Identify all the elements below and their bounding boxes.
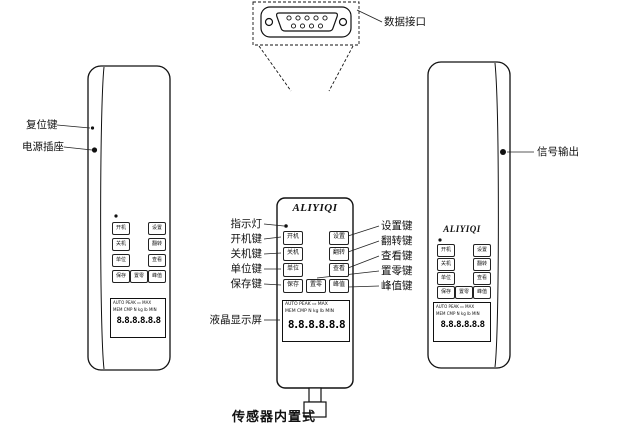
db9-connector-drawing (252, 1, 360, 92)
right-lcd-annunciators-2: MEM CMP N kg lb MIN (436, 311, 480, 316)
left-device-led (114, 214, 118, 218)
label-power-on-key: 开机键 (230, 233, 263, 245)
brand-logo-center: ALIYIQI (292, 202, 338, 214)
lcd-digits: 8.8.8.8.8.8 (287, 318, 346, 331)
left-key-save: 保存 (112, 270, 130, 283)
left-lcd-annunciators-2: MEM CMP N kg lb MIN (113, 307, 157, 312)
right-key-power-on: 开机 (437, 244, 455, 257)
right-key-peak: 峰值 (473, 286, 491, 299)
sensor-tip (303, 401, 327, 418)
key-save: 保存 (283, 279, 303, 293)
lcd-annunciators-2: MEM CMP N kg lb MIN (285, 309, 335, 314)
right-lcd-digits: 8.8.8.8.8.8 (440, 320, 485, 330)
label-unit-key: 单位键 (230, 263, 263, 275)
left-device-outline (87, 65, 171, 371)
reset-button-dot (90, 126, 95, 130)
left-lcd-annunciators-1: AUTO PEAK ▭ MAX (113, 300, 152, 305)
signal-output-dot (500, 149, 506, 155)
label-power-socket: 电源插座 (22, 141, 64, 153)
left-key-settings: 设置 (148, 222, 166, 235)
lcd-annunciators-1: AUTO PEAK ▭ MAX (285, 302, 328, 307)
right-key-flip: 翻转 (473, 258, 491, 271)
label-flip-key: 翻转键 (381, 235, 413, 247)
right-key-unit: 单位 (437, 272, 455, 285)
key-settings: 设置 (329, 231, 349, 245)
left-key-power-on: 开机 (112, 222, 130, 235)
sensor-shaft (308, 387, 322, 403)
left-key-flip: 翻转 (148, 238, 166, 251)
key-view: 查看 (329, 263, 349, 277)
left-key-power-off: 关机 (112, 238, 130, 251)
key-power-on: 开机 (283, 231, 303, 245)
left-key-peak: 峰值 (148, 270, 166, 283)
right-key-power-off: 关机 (437, 258, 455, 271)
db9-pins (286, 15, 328, 29)
key-unit: 单位 (283, 263, 303, 277)
key-flip: 翻转 (329, 247, 349, 261)
label-power-off-key: 关机键 (230, 248, 263, 260)
power-socket-dot (91, 147, 98, 153)
label-save-key: 保存键 (230, 278, 263, 290)
label-signal-output: 信号输出 (537, 146, 579, 158)
right-key-settings: 设置 (473, 244, 491, 257)
right-lcd-annunciators-1: AUTO PEAK ▭ MAX (436, 304, 475, 309)
label-reset-key: 复位键 (26, 119, 58, 131)
key-peak: 峰值 (329, 279, 349, 293)
indicator-led (284, 224, 288, 228)
label-indicator-light: 指示灯 (230, 218, 263, 230)
diagram-caption: 传感器内置式 (232, 409, 317, 424)
label-zero-key: 置零键 (381, 265, 413, 277)
left-key-zero: 置零 (130, 270, 148, 283)
label-peak-key: 峰值键 (381, 280, 413, 292)
brand-logo-right: ALIYIQI (443, 224, 481, 234)
label-lcd-screen: 液晶显示屏 (209, 314, 263, 326)
right-key-view: 查看 (473, 272, 491, 285)
lcd-display-left: AUTO PEAK ▭ MAX MEM CMP N kg lb MIN 8.8.… (110, 298, 166, 338)
key-zero: 置零 (306, 279, 326, 293)
left-lcd-digits: 8.8.8.8.8.8 (116, 316, 161, 326)
label-data-port: 数据接口 (384, 16, 426, 28)
lcd-display-right: AUTO PEAK ▭ MAX MEM CMP N kg lb MIN 8.8.… (433, 302, 491, 342)
left-key-view: 查看 (148, 254, 166, 267)
left-key-unit: 单位 (112, 254, 130, 267)
right-key-zero: 置零 (455, 286, 473, 299)
label-settings-key: 设置键 (381, 220, 413, 232)
right-key-save: 保存 (437, 286, 455, 299)
label-view-key: 查看键 (381, 250, 413, 262)
key-power-off: 关机 (283, 247, 303, 261)
lcd-display-center: AUTO PEAK ▭ MAX MEM CMP N kg lb MIN 8.8.… (282, 300, 350, 342)
right-device-led (438, 238, 442, 242)
